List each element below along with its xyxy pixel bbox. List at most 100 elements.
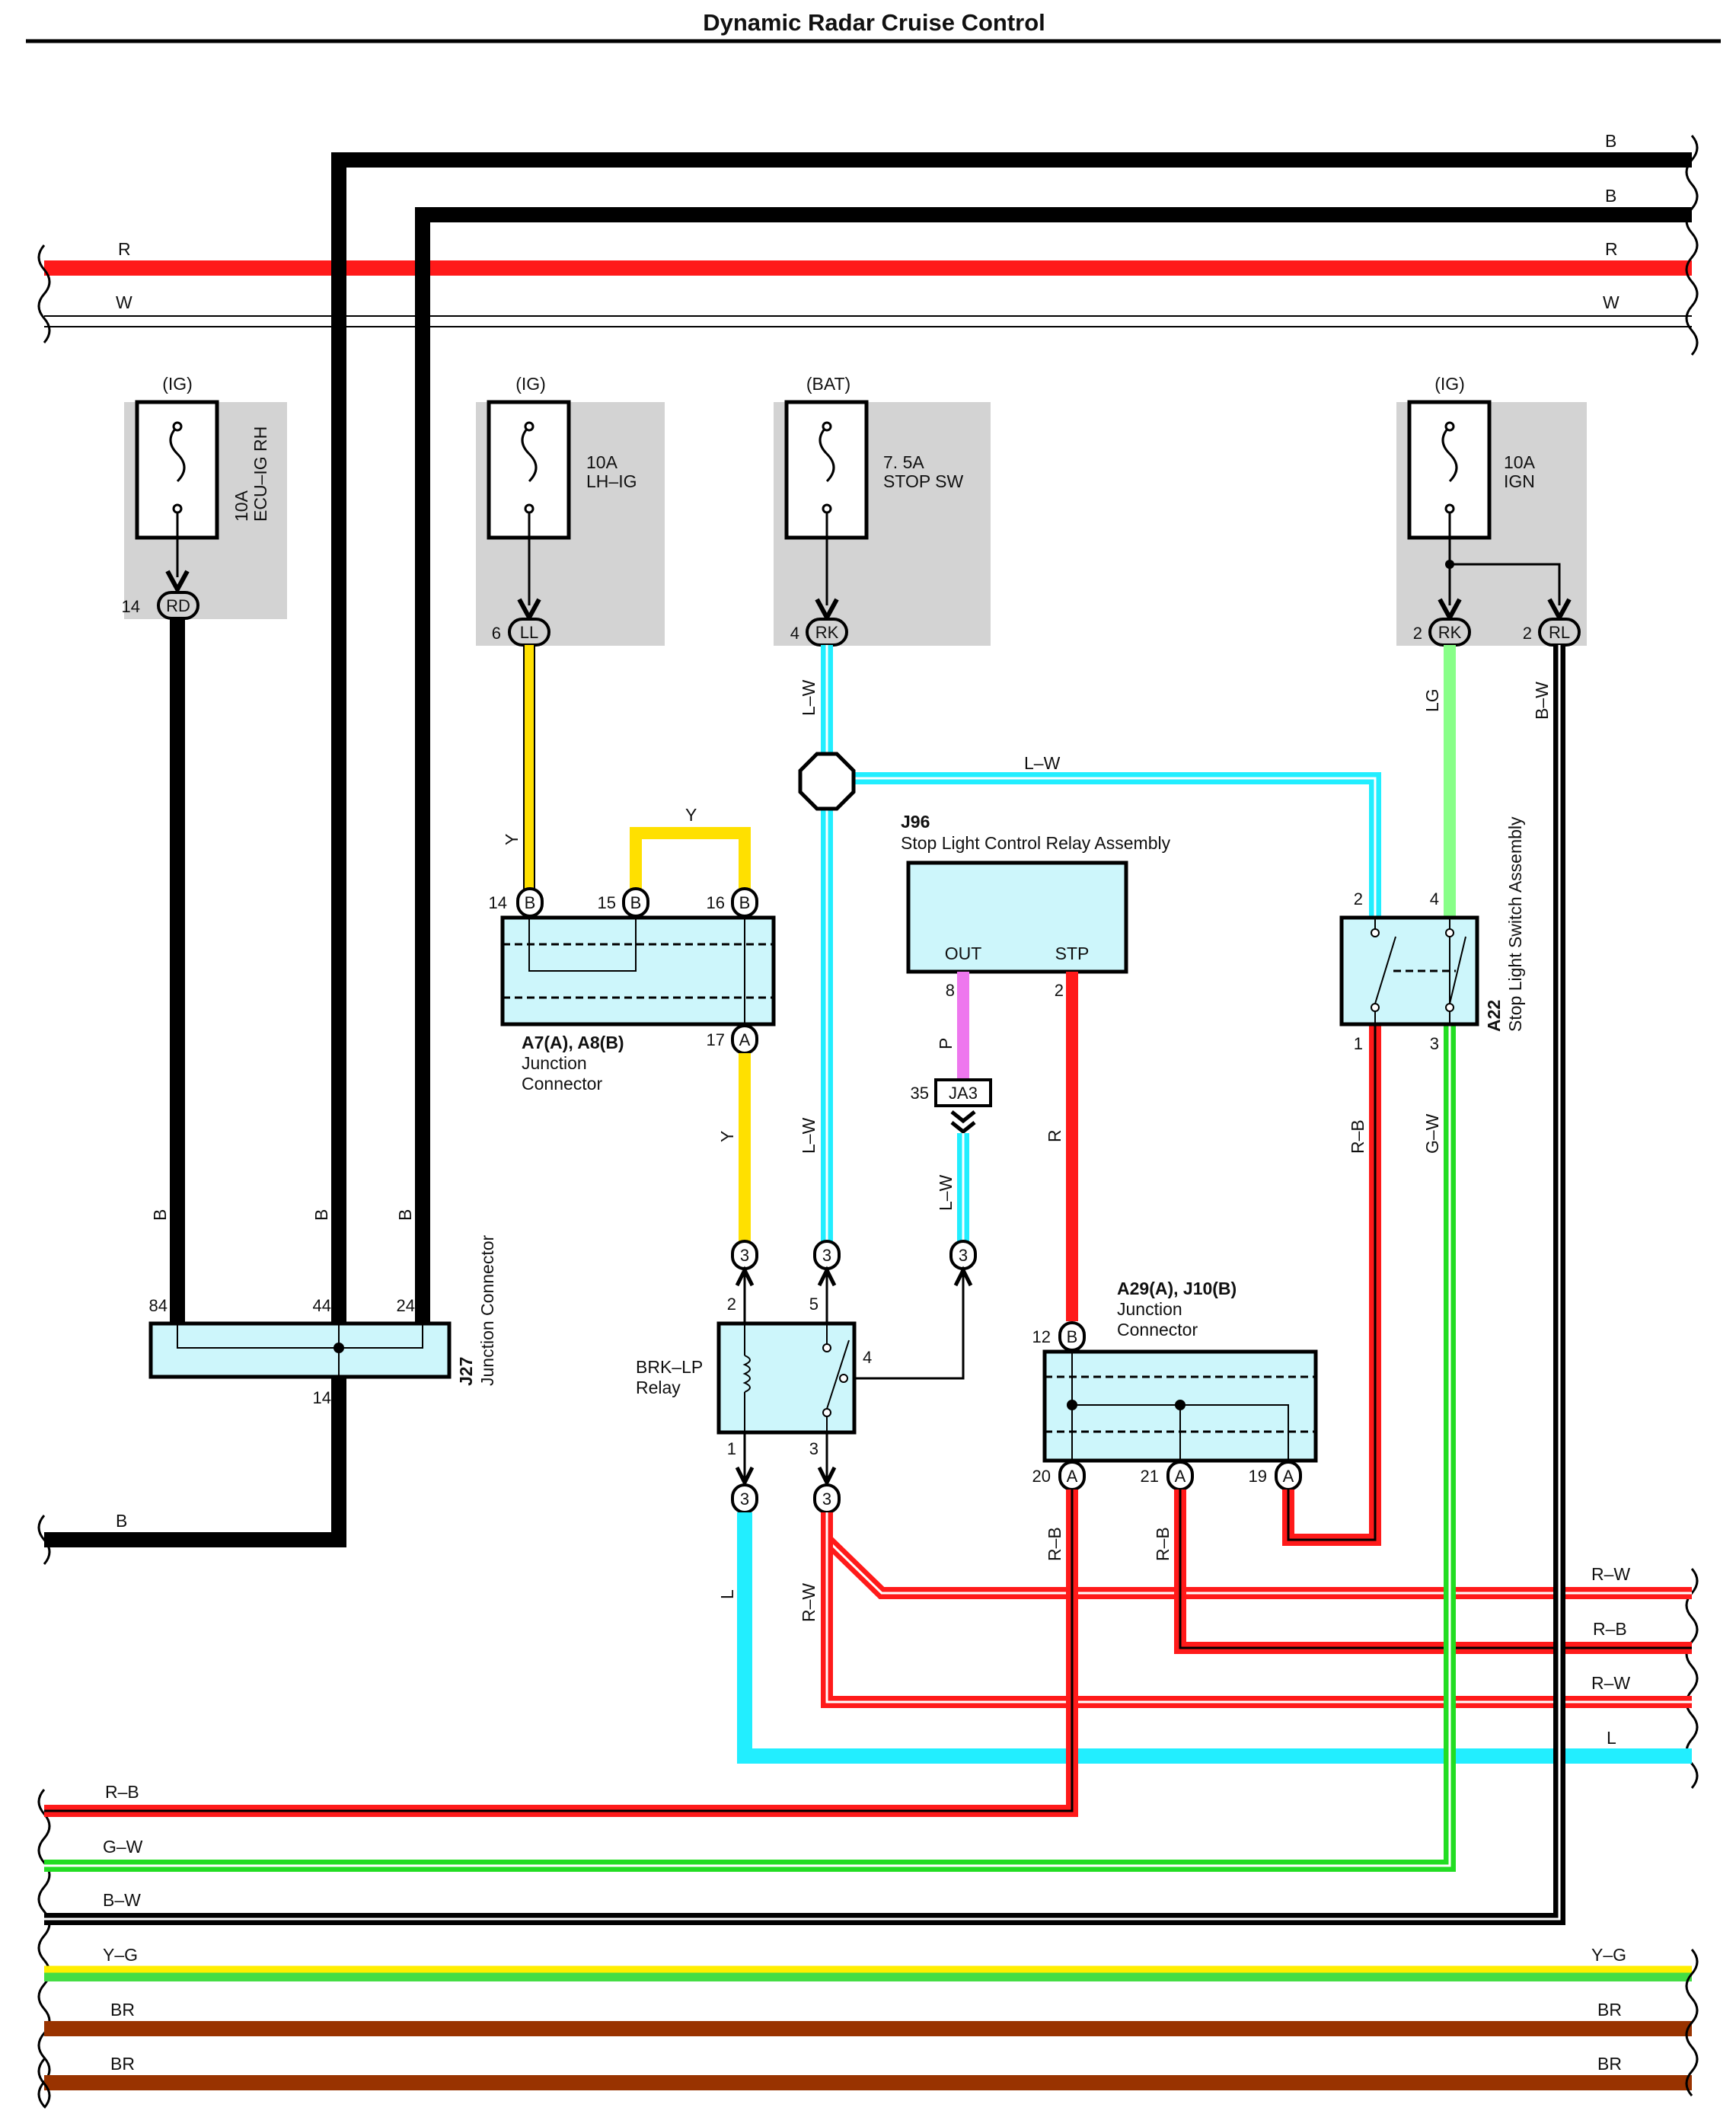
fuse-ecu-supply: (IG)	[162, 374, 193, 394]
a7-pin-17: 17	[707, 1030, 725, 1049]
label-rb-a22: R–B	[1348, 1119, 1367, 1154]
a29-conn-a-21: A	[1175, 1467, 1186, 1486]
wire-b-top-1	[331, 152, 1692, 1538]
wire-rw-brk	[821, 1512, 1692, 1708]
fuse-lhig-supply: (IG)	[515, 374, 546, 394]
wire-gw	[44, 1024, 1456, 1872]
fuse-ign-pin-rk: 2	[1413, 624, 1422, 643]
j96-pin-out: 8	[946, 981, 955, 1000]
wire-b-bottom-left	[44, 1377, 346, 1547]
label-b-top-2: B	[1605, 186, 1616, 206]
fuse-ecu-name: ECU–IG RH	[251, 426, 270, 522]
label-yg-right: Y–G	[1591, 1945, 1626, 1965]
j27-pin-14: 14	[313, 1388, 331, 1407]
a29-junction-connector	[1042, 1321, 1318, 1491]
a22-pin-2: 2	[1354, 889, 1363, 908]
wire-l-bottom	[737, 1512, 1692, 1764]
a7-conn-b-15: B	[630, 893, 642, 912]
ja3-id: JA3	[949, 1084, 978, 1103]
brk-conn-top-1: 3	[740, 1246, 749, 1265]
label-br2-left: BR	[110, 2054, 135, 2074]
j96-stp: STP	[1055, 944, 1090, 963]
brk-pin-1: 1	[727, 1439, 736, 1458]
a7-id: A7(A), A8(B)	[522, 1033, 624, 1052]
brk-line2: Relay	[636, 1378, 681, 1397]
label-b-bottom-left: B	[116, 1511, 127, 1531]
wire-rb-a29-19	[1282, 1024, 1381, 1546]
wire-b-top-2	[415, 207, 1692, 1325]
brk-pin-2: 2	[727, 1295, 736, 1314]
brk-conn-top-3: 3	[959, 1246, 968, 1265]
label-r-top-right: R	[1605, 239, 1618, 259]
brk-pin-3: 3	[809, 1439, 819, 1458]
fuse-ecu-ig-rh	[124, 400, 287, 620]
fuse-ign-amp: 10A	[1504, 452, 1536, 472]
j96-id: J96	[901, 812, 930, 832]
label-y-lhig: Y	[502, 834, 522, 845]
ja3-connector	[934, 1078, 992, 1135]
a7-conn-b-14: B	[525, 893, 536, 912]
j96-pin-stp: 2	[1055, 981, 1064, 1000]
j27-id: J27	[456, 1357, 476, 1386]
brk-conn-top-2: 3	[822, 1246, 831, 1265]
label-p: P	[936, 1038, 956, 1049]
wire-rb-a29-21	[1174, 1490, 1692, 1654]
label-rb-a29-21: R–B	[1153, 1527, 1173, 1561]
a22-id: A22	[1484, 1000, 1504, 1032]
fuse-ign-conn-rk: RK	[1438, 623, 1462, 642]
label-lw-top: L–W	[1024, 753, 1061, 773]
brk-pin-4: 4	[863, 1348, 872, 1367]
diagram-title: Dynamic Radar Cruise Control	[703, 9, 1045, 36]
a29-conn-a-20: A	[1067, 1467, 1078, 1486]
fuse-stopsw-pin: 4	[790, 624, 799, 643]
label-lg: LG	[1422, 688, 1442, 712]
label-br2-right: BR	[1597, 2054, 1622, 2074]
j27-name: Junction Connector	[477, 1234, 497, 1386]
label-br1-right: BR	[1597, 2000, 1622, 2020]
a7-pin-14: 14	[489, 893, 507, 912]
fuse-stopsw-conn: RK	[815, 623, 839, 642]
wire-lw-stop	[821, 645, 1381, 1241]
brk-relay-bottom-connectors	[731, 1432, 841, 1514]
j27-pin-84: 84	[149, 1296, 168, 1315]
label-yg-left: Y–G	[103, 1945, 138, 1965]
a22-pin-3: 3	[1430, 1034, 1439, 1053]
label-w-top-right: W	[1603, 292, 1620, 312]
label-y-a7: Y	[717, 1131, 737, 1142]
a29-pin-19: 19	[1249, 1467, 1267, 1486]
fuse-stopsw-amp: 7. 5A	[883, 452, 924, 472]
a29-id: A29(A), J10(B)	[1117, 1279, 1237, 1298]
a29-pin-20: 20	[1032, 1467, 1051, 1486]
a29-pin-12: 12	[1032, 1327, 1051, 1346]
label-lw-mid: L–W	[799, 1117, 819, 1154]
label-rb-left: R–B	[105, 1782, 139, 1802]
ja3-pin: 35	[911, 1084, 929, 1103]
fuse-stopsw-supply: (BAT)	[806, 374, 850, 394]
a7-conn-a-17: A	[739, 1030, 751, 1049]
fuse-lhig-conn: LL	[520, 623, 538, 642]
label-lw-ja3: L–W	[936, 1174, 956, 1211]
a29-conn-a-19: A	[1283, 1467, 1294, 1486]
a29-line2: Connector	[1117, 1320, 1198, 1339]
fuse-stop-sw	[774, 400, 991, 647]
label-w-top-left: W	[116, 292, 132, 312]
label-lw-stop: L–W	[799, 679, 819, 716]
label-y-loop: Y	[685, 805, 697, 825]
brk-pin-5: 5	[809, 1295, 819, 1314]
label-r-top-left: R	[118, 239, 131, 259]
j27-wire-b-84: B	[150, 1209, 170, 1221]
label-br1-left: BR	[110, 2000, 135, 2020]
fuse-ign-name: IGN	[1504, 471, 1535, 491]
fuse-ecu-pin: 14	[122, 597, 140, 616]
a29-conn-b: B	[1067, 1327, 1078, 1346]
a7-junction-connector	[500, 887, 776, 1055]
fuse-lhig-pin: 6	[492, 624, 501, 643]
label-rb-a29-20: R–B	[1045, 1527, 1064, 1561]
fuse-ecu-conn: RD	[166, 596, 190, 615]
a7-pin-16: 16	[707, 893, 725, 912]
a7-pin-15: 15	[598, 893, 616, 912]
wire-bw	[44, 645, 1565, 1925]
fuse-lhig-name: LH–IG	[586, 471, 637, 491]
a29-line1: Junction	[1117, 1299, 1182, 1319]
